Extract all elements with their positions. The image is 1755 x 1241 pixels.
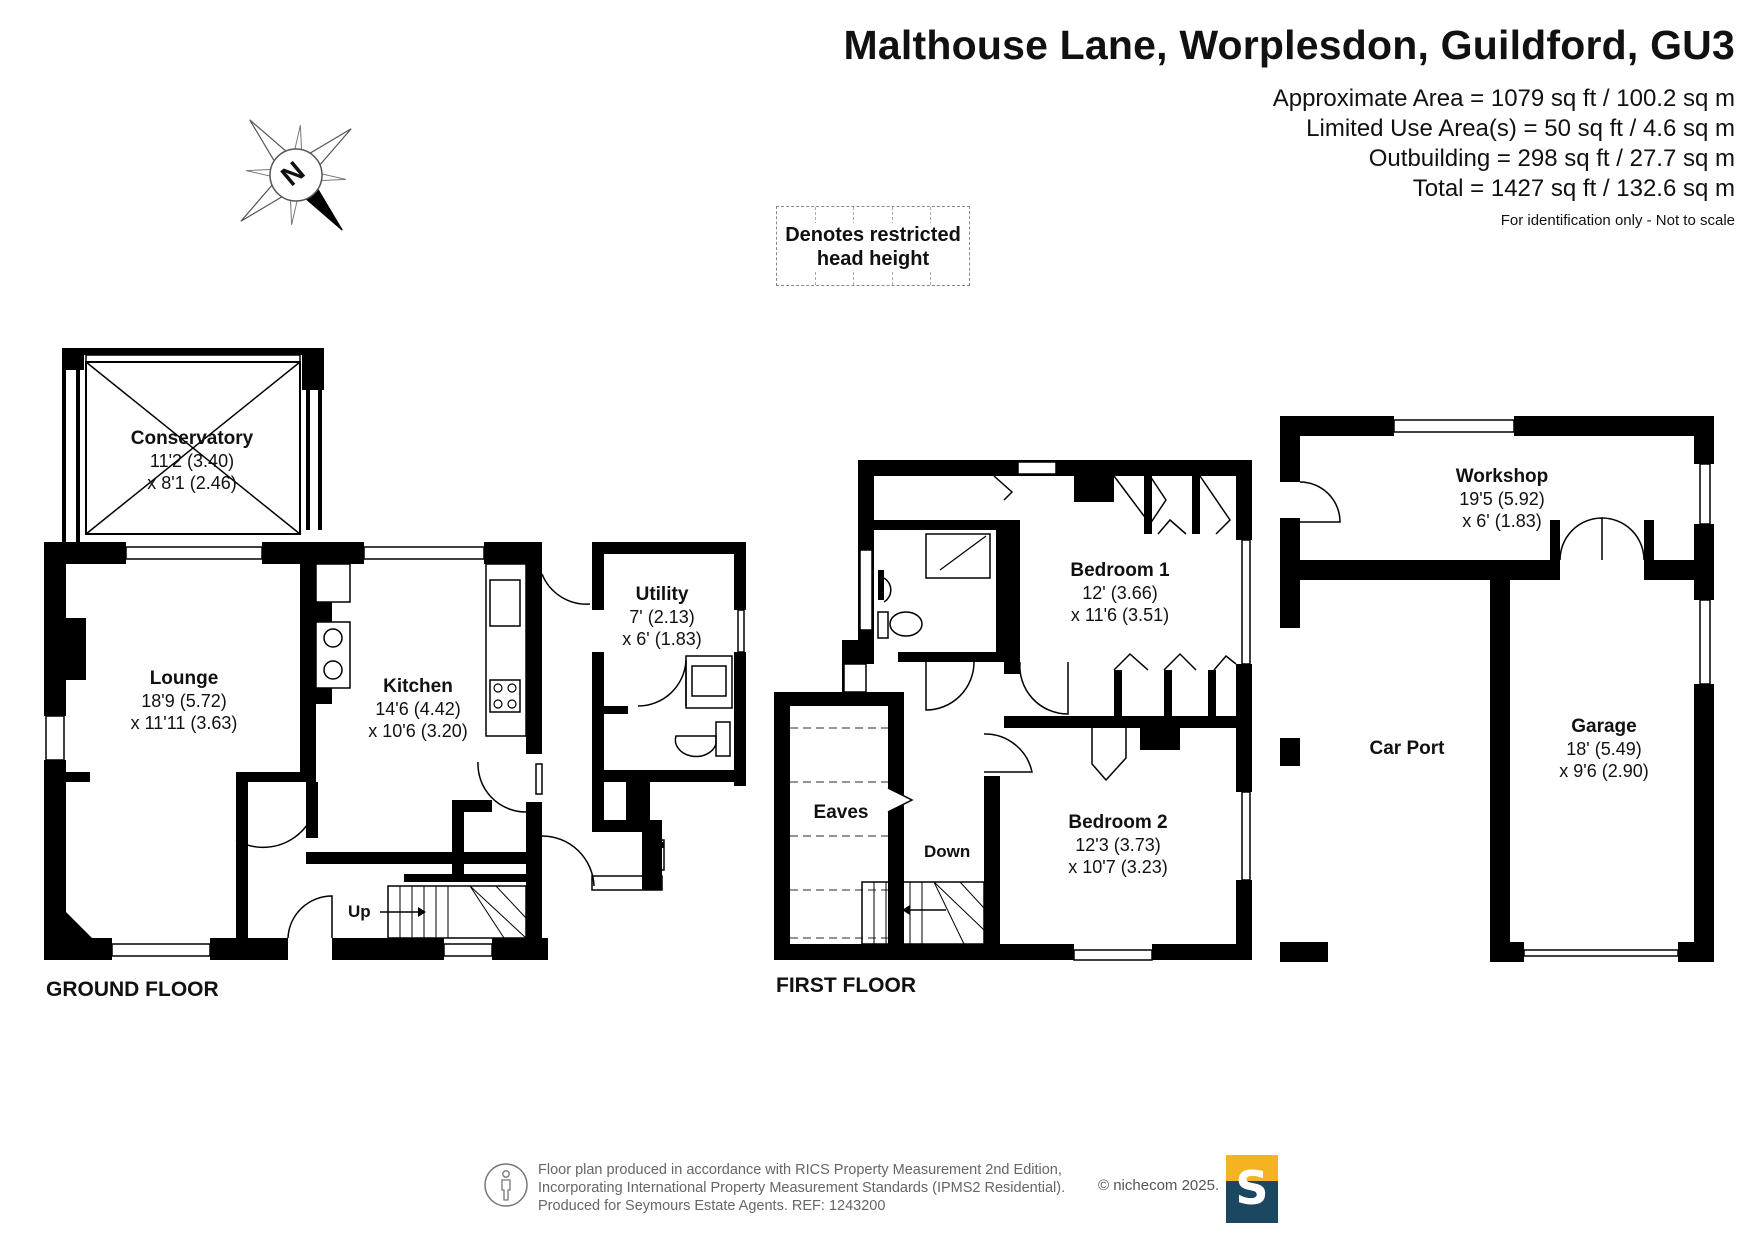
room-conservatory: Conservatory 11'2 (3.40) x 8'1 (2.46) xyxy=(112,428,272,494)
footer-line-3: Produced for Seymours Estate Agents. REF… xyxy=(538,1198,886,1214)
room-name: Utility xyxy=(635,584,689,605)
total-area: Total = 1427 sq ft / 132.6 sq m xyxy=(1412,175,1735,202)
legend-line-2: head height xyxy=(814,247,932,271)
room-name: Bedroom 1 xyxy=(1070,560,1170,581)
scale-disclaimer: For identification only - Not to scale xyxy=(1500,212,1735,229)
limited-use-area: Limited Use Area(s) = 50 sq ft / 4.6 sq … xyxy=(1306,115,1735,142)
room-dimension: 11'2 (3.40) xyxy=(149,451,235,471)
room-bedroom-2: Bedroom 2 12'3 (3.73) x 10'7 (3.23) xyxy=(1038,812,1198,878)
logo-letter: S xyxy=(1235,1161,1269,1215)
room-dimension: x 6' (1.83) xyxy=(622,629,702,649)
room-dimension: x 11'6 (3.51) xyxy=(1070,605,1170,625)
room-name: Lounge xyxy=(149,668,219,689)
seymours-logo: S xyxy=(1226,1155,1278,1223)
room-dimension: x 9'6 (2.90) xyxy=(1559,761,1649,781)
outbuilding-area: Outbuilding = 298 sq ft / 27.7 sq m xyxy=(1368,145,1735,172)
first-floor-label: FIRST FLOOR xyxy=(776,974,916,997)
room-name: Bedroom 2 xyxy=(1068,812,1168,833)
eaves-label: Eaves xyxy=(806,802,876,824)
room-garage: Garage 18' (5.49) x 9'6 (2.90) xyxy=(1524,716,1684,782)
footer-line-1: Floor plan produced in accordance with R… xyxy=(538,1162,1062,1178)
room-name: Garage xyxy=(1571,716,1637,737)
carport-text: Car Port xyxy=(1369,738,1445,759)
room-dimension: 12' (3.66) xyxy=(1082,583,1158,603)
eaves-text: Eaves xyxy=(813,802,869,823)
footer-line-2: Incorporating International Property Mea… xyxy=(538,1180,1066,1196)
first-floor-plan xyxy=(774,460,1252,961)
stairs-down-label: Down xyxy=(924,842,971,861)
ground-floor-label: GROUND FLOOR xyxy=(46,978,219,1001)
legend-line-1: Denotes restricted xyxy=(783,223,963,247)
room-name: Kitchen xyxy=(383,676,453,697)
room-dimension: 14'6 (4.42) xyxy=(375,699,461,719)
room-workshop: Workshop 19'5 (5.92) x 6' (1.83) xyxy=(1422,466,1582,532)
room-name: Workshop xyxy=(1455,466,1549,487)
footer-notes: Floor plan produced in accordance with R… xyxy=(538,1161,1065,1215)
room-lounge: Lounge 18'9 (5.72) x 11'11 (3.63) xyxy=(104,668,264,734)
room-dimension: 12'3 (3.73) xyxy=(1075,835,1161,855)
room-dimension: 7' (2.13) xyxy=(629,607,695,627)
room-dimension: x 8'1 (2.46) xyxy=(147,473,237,493)
room-bedroom-1: Bedroom 1 12' (3.66) x 11'6 (3.51) xyxy=(1040,560,1200,626)
room-kitchen: Kitchen 14'6 (4.42) x 10'6 (3.20) xyxy=(338,676,498,742)
compass-icon xyxy=(240,119,352,231)
room-dimension: 18' (5.49) xyxy=(1566,739,1642,759)
room-dimension: x 6' (1.83) xyxy=(1462,511,1542,531)
room-name: Conservatory xyxy=(130,428,254,449)
nichecom-copyright: © nichecom 2025. xyxy=(1098,1177,1220,1194)
room-dimension: x 10'7 (3.23) xyxy=(1068,857,1168,877)
outbuilding-plan xyxy=(1280,416,1714,962)
area-summary: Approximate Area = 1079 sq ft / 100.2 sq… xyxy=(1273,84,1735,204)
property-title: Malthouse Lane, Worplesdon, Guildford, G… xyxy=(843,22,1735,68)
room-utility: Utility 7' (2.13) x 6' (1.83) xyxy=(602,584,722,650)
room-dimension: x 11'11 (3.63) xyxy=(130,713,238,733)
restricted-height-legend: Denotes restricted head height xyxy=(776,206,970,286)
person-measure-icon xyxy=(484,1163,528,1207)
room-dimension: 18'9 (5.72) xyxy=(141,691,227,711)
approximate-area: Approximate Area = 1079 sq ft / 100.2 sq… xyxy=(1272,85,1735,112)
room-dimension: 19'5 (5.92) xyxy=(1459,489,1545,509)
carport-label: Car Port xyxy=(1352,738,1462,760)
room-dimension: x 10'6 (3.20) xyxy=(368,721,468,741)
ground-floor-plan xyxy=(44,348,746,960)
stairs-up-label: Up xyxy=(348,902,371,921)
